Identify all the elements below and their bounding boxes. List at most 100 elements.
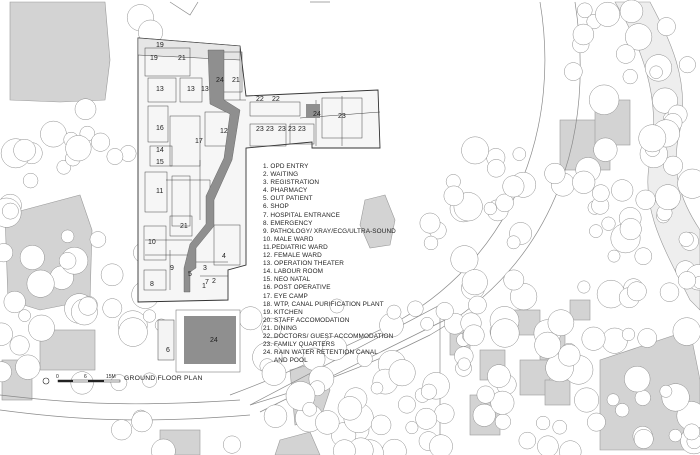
tree: [15, 354, 41, 380]
tree: [663, 155, 683, 176]
scale-bar: [57, 379, 121, 383]
room-number: 22: [256, 96, 264, 103]
room-number: 23: [298, 126, 306, 133]
tree: [595, 1, 621, 27]
tree: [536, 415, 551, 431]
tree: [635, 189, 656, 210]
tree: [633, 429, 654, 449]
legend-item: 18. WTP, CANAL PURIFICATION PLANT: [263, 300, 384, 308]
north-point: [42, 377, 50, 385]
room-number: 12: [220, 128, 228, 135]
scale-mid-label: 6: [84, 374, 87, 380]
tree: [40, 120, 67, 148]
tree: [151, 438, 176, 455]
legend-item: 3. REGISTRATION: [263, 179, 320, 187]
pool-south: [175, 309, 241, 373]
tree: [559, 440, 582, 455]
tree: [356, 350, 373, 367]
tree: [315, 410, 340, 435]
tree: [263, 404, 288, 428]
legend-item: 1. OPD ENTRY: [263, 163, 309, 170]
tree: [9, 335, 30, 356]
legend-item: 15. NEO NATAL: [263, 276, 311, 284]
tree: [624, 365, 651, 393]
tree: [625, 23, 653, 51]
tree: [611, 179, 634, 202]
tree: [407, 300, 424, 317]
legend-item: 24. RAIN WATER RETENTION CANAL AND POOL: [263, 349, 378, 365]
tree: [512, 147, 527, 161]
tree: [552, 419, 567, 435]
tree: [405, 421, 419, 435]
legend-item: 19. KITCHEN: [263, 308, 303, 316]
tree: [386, 304, 402, 320]
tree: [3, 290, 26, 314]
legend-item: 11.PEDIATRIC WARD: [263, 243, 328, 251]
tree: [592, 184, 610, 202]
tree: [381, 438, 407, 455]
room-number: 17: [195, 138, 203, 145]
tree: [0, 243, 14, 263]
tree: [0, 361, 12, 383]
room-number: 22: [272, 96, 280, 103]
room-number: 14: [156, 147, 164, 154]
tree: [494, 413, 511, 430]
tree: [78, 296, 98, 316]
legend-item: 13. OPERATION THEATER: [263, 260, 344, 268]
tree: [581, 326, 606, 351]
tree: [589, 224, 603, 238]
room-number: 16: [156, 125, 164, 132]
tree: [634, 247, 653, 265]
tree: [19, 245, 45, 270]
room-number: 4: [222, 253, 226, 260]
tree: [26, 269, 55, 298]
tree: [28, 314, 55, 342]
tree: [668, 429, 682, 443]
room-number: 7: [205, 279, 209, 286]
tree: [435, 302, 454, 321]
tree: [461, 269, 488, 296]
tree: [622, 69, 638, 85]
tree: [302, 402, 317, 417]
room-number: 13: [201, 86, 209, 93]
tree: [490, 390, 515, 415]
room-number: 23: [278, 126, 286, 133]
tree: [537, 435, 559, 455]
tree: [601, 216, 616, 231]
tree: [506, 235, 521, 250]
tree: [649, 65, 663, 79]
legend-item: 8. EMERGENCY: [263, 219, 313, 227]
tree: [102, 298, 123, 319]
tree: [619, 218, 642, 241]
tree: [652, 87, 678, 114]
tree: [2, 202, 19, 220]
room-number: 24: [313, 111, 321, 118]
legend-item: 20. STAFF ACCOMODATION: [263, 316, 350, 324]
tree: [577, 280, 591, 294]
tree: [572, 23, 595, 46]
tree: [423, 235, 439, 251]
room-number: 10: [148, 239, 156, 246]
plan-caption: GROUND FLOOR PLAN: [124, 375, 203, 382]
tree: [472, 403, 496, 427]
tree: [118, 317, 148, 347]
tree: [487, 159, 506, 178]
room-number: 2: [212, 278, 216, 285]
tree: [547, 309, 575, 336]
tree: [70, 371, 94, 395]
tree: [60, 229, 75, 243]
room-number: 21: [232, 77, 240, 84]
room-number: 23: [256, 126, 264, 133]
tree: [457, 357, 471, 371]
tree: [337, 396, 363, 421]
tree: [606, 393, 620, 407]
tree: [100, 263, 124, 287]
room-number: 23: [266, 126, 274, 133]
legend-item: 6. SHOP: [263, 203, 289, 211]
tree: [495, 193, 514, 213]
tree: [18, 309, 31, 322]
room-number: 3: [203, 265, 207, 272]
tree: [223, 435, 241, 454]
tree: [518, 431, 536, 450]
